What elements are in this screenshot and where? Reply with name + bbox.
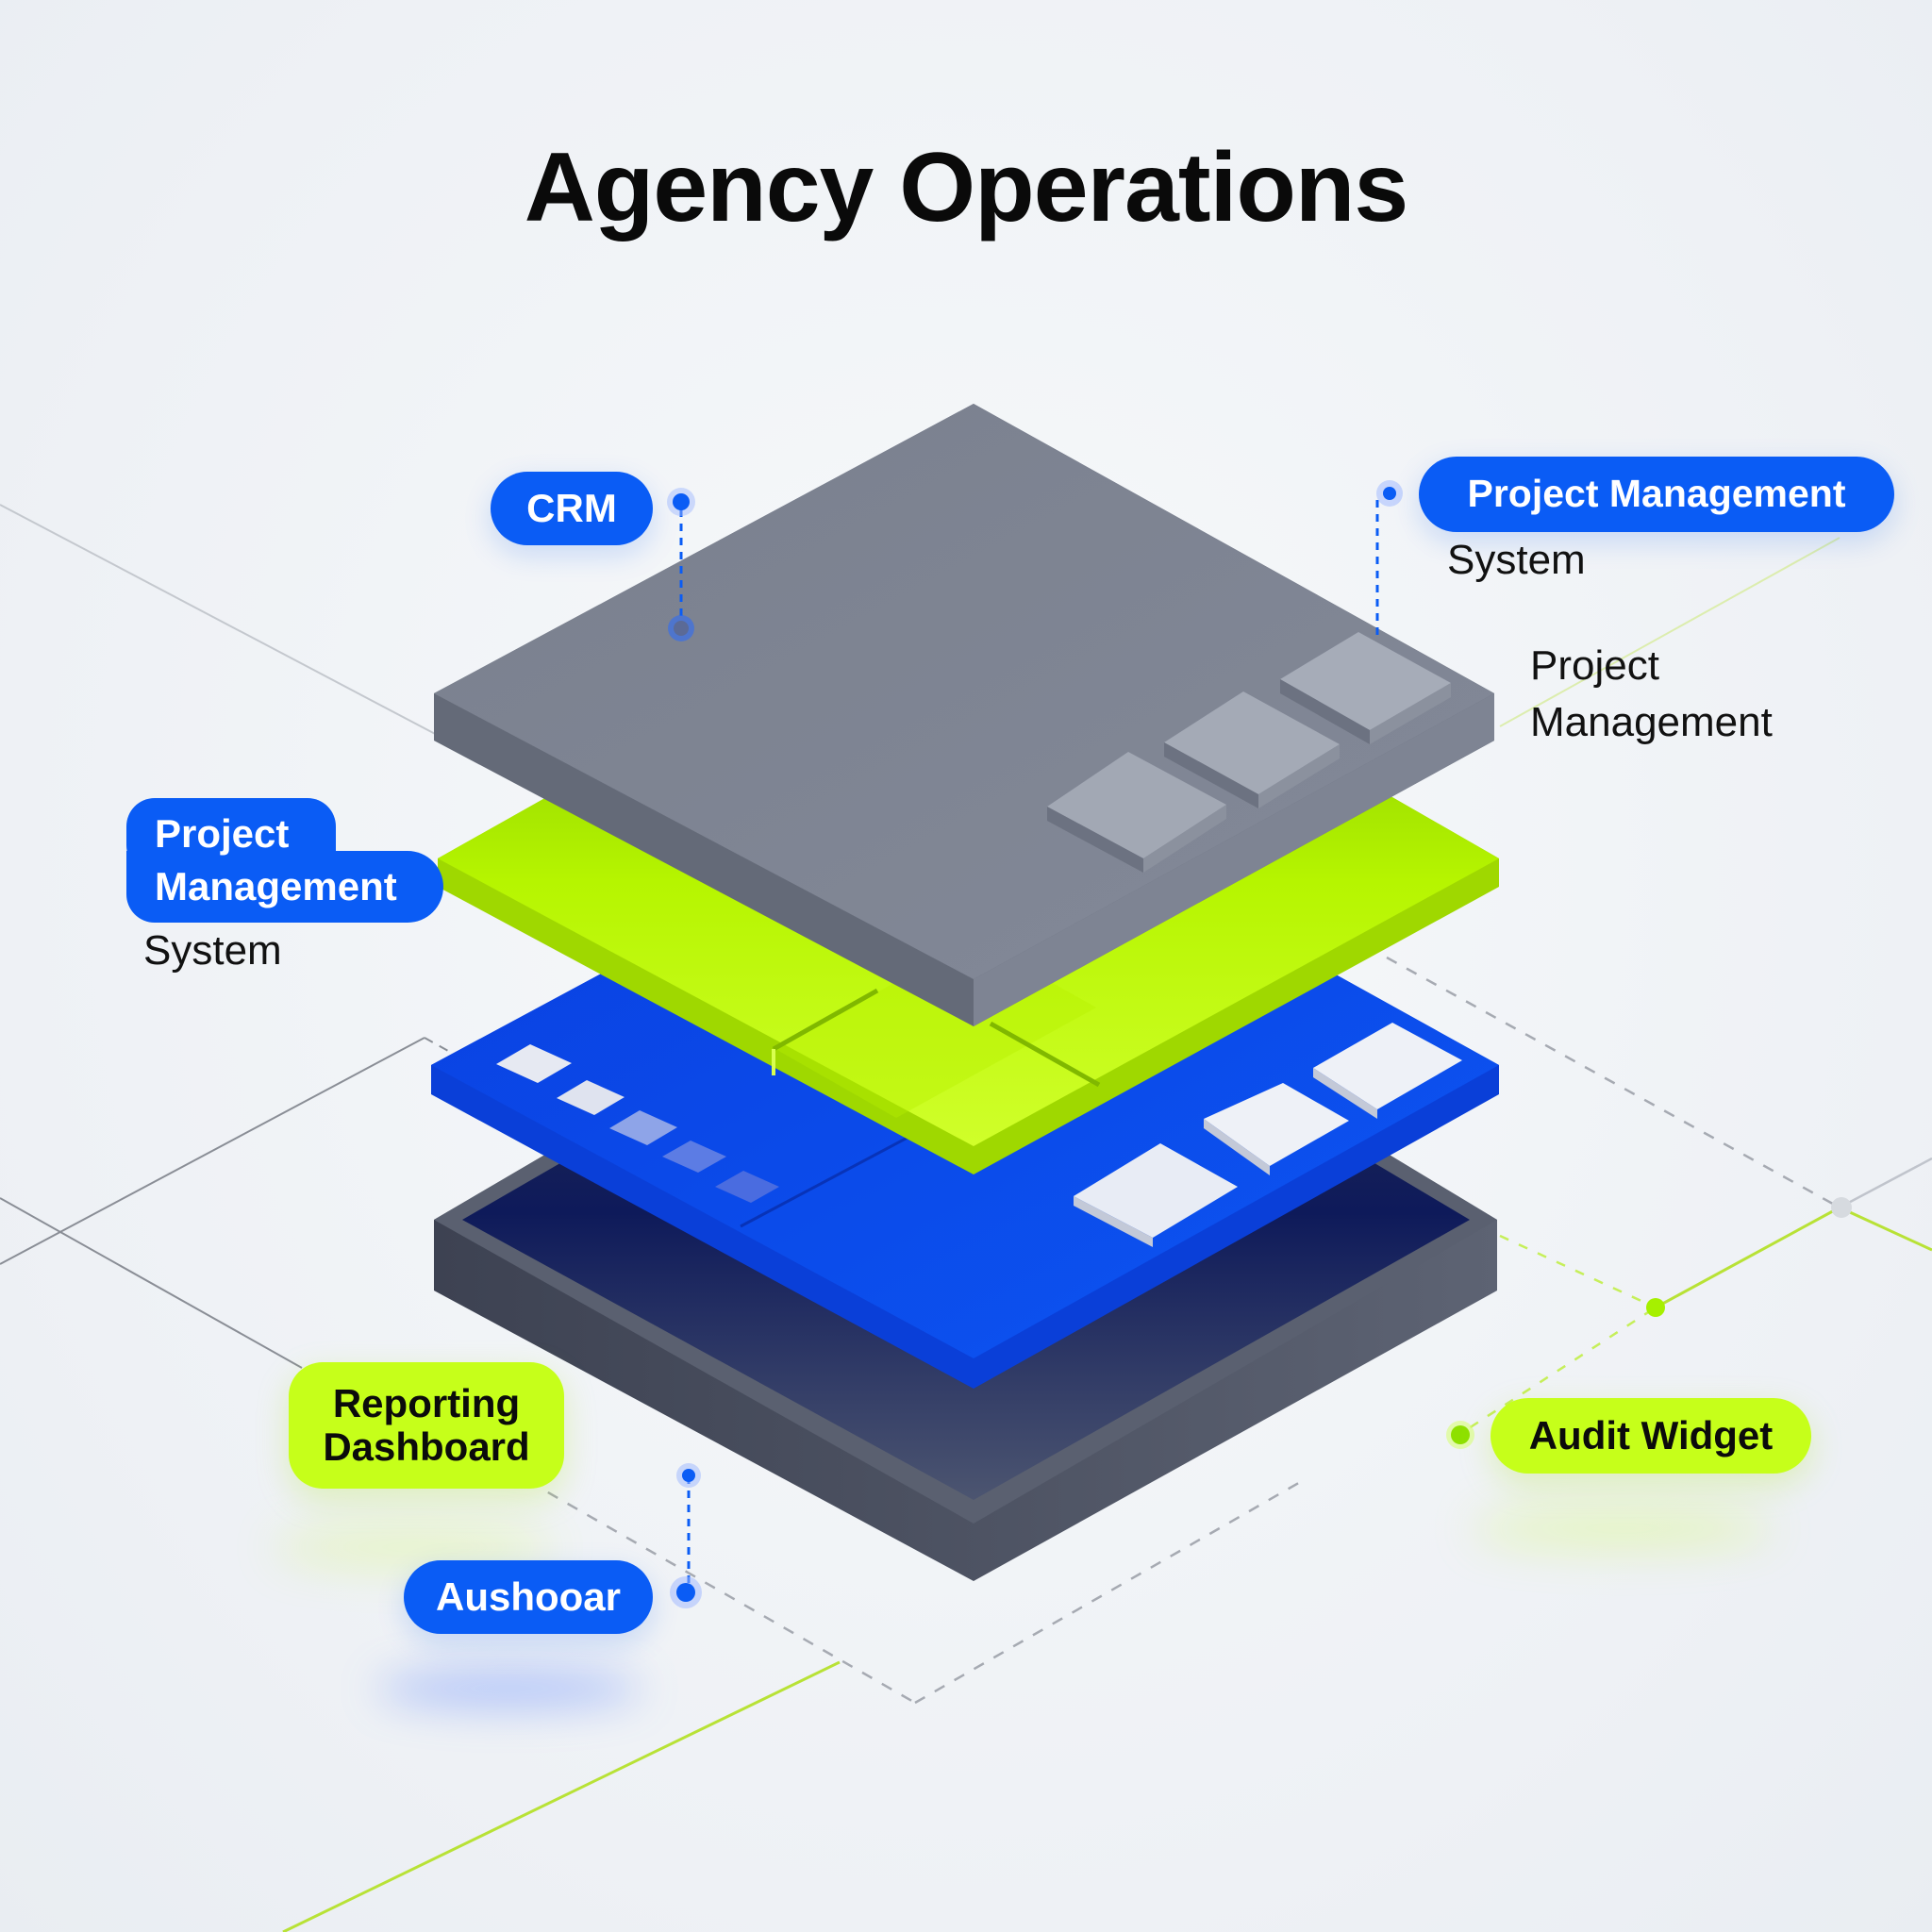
pm-system-top-label[interactable]: Project Management [1419,457,1894,532]
background-guide-lines [0,504,1932,1932]
pm-left-pill-bottom [126,851,443,923]
aushoar-glow [377,1670,641,1707]
blue-layer-tiles [1074,1023,1462,1247]
gray-slab-tiles [1047,632,1451,873]
reporting-line1: Reporting [332,1380,521,1425]
top-gray-slab [434,404,1494,1026]
crm-label[interactable]: CRM [491,472,653,545]
reporting-dashboard-label[interactable]: Reporting Dashboard [289,1362,564,1489]
connectors [667,480,1474,1608]
pm-system-top-sub: System [1447,537,1586,583]
pm-system-left-label[interactable]: Project Management [126,798,443,923]
blue-layer-indicator-bars [496,1044,779,1203]
page-title: Agency Operations [524,133,1409,242]
reporting-line2: Dashboard [323,1424,530,1469]
reporting-glow [274,1528,557,1566]
audit-glow [1472,1509,1774,1547]
pm-left-line2: Management [155,864,397,908]
pm-right-line2: Management [1530,699,1773,745]
pm-right-line1: Project [1530,642,1659,689]
pm-left-line1: Project [155,811,290,856]
aushoar-label[interactable]: Aushooar [404,1560,653,1634]
audit-widget-label[interactable]: Audit Widget [1491,1398,1811,1474]
pm-left-sub: System [143,927,282,974]
